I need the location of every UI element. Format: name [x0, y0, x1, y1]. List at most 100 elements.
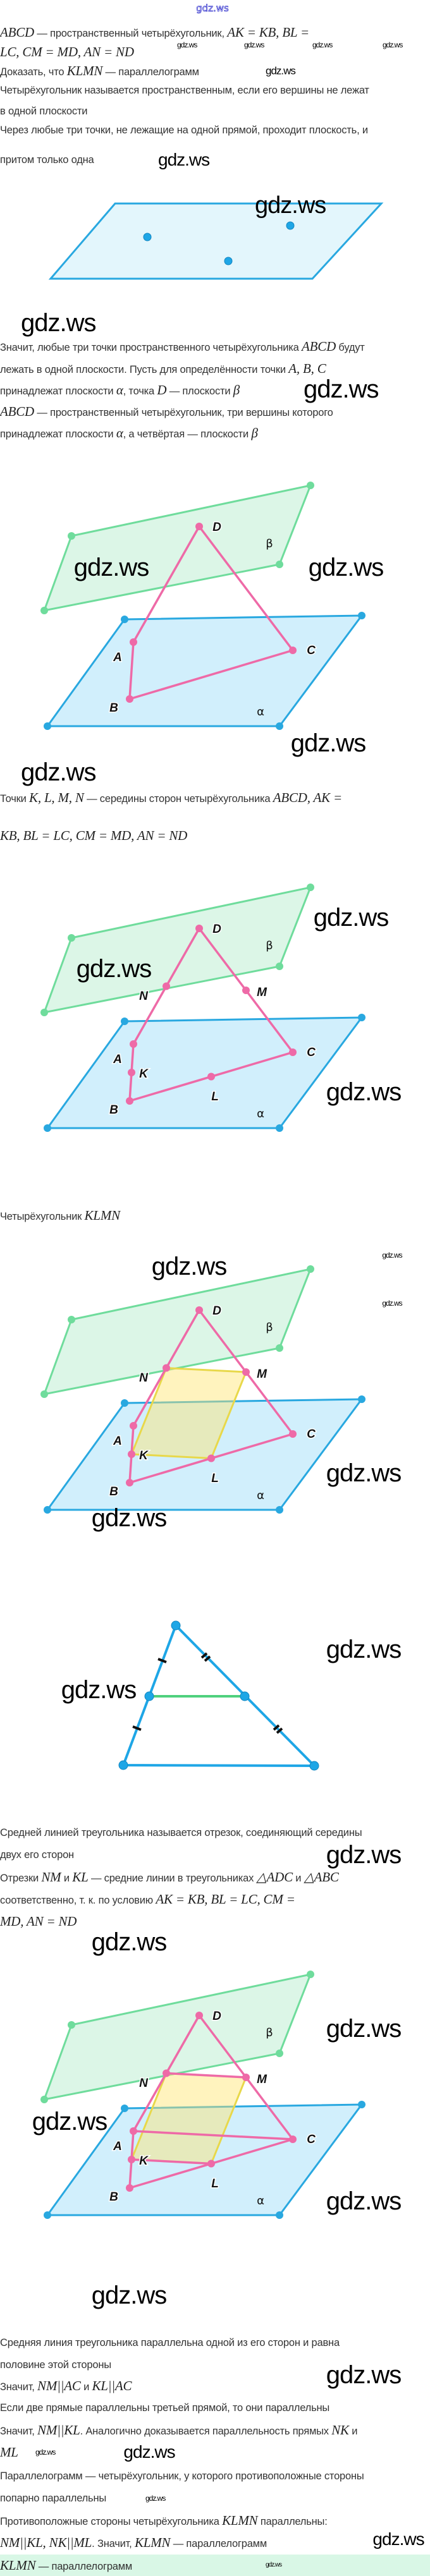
plane-corner — [68, 532, 75, 540]
text-fragment: и — [80, 2381, 92, 2393]
label-c: C — [307, 1046, 316, 1059]
plane-three-points-diagram — [48, 202, 384, 280]
point-a — [130, 2127, 137, 2135]
text-fragment: — параллелограмм — [35, 2561, 133, 2572]
plane-corner — [276, 1124, 283, 1132]
text-line: MD, AN = ND — [0, 1913, 77, 1929]
label-d: D — [212, 2010, 221, 2023]
answer-box: KLMN — параллелограмм — [0, 2555, 430, 2576]
label-a: A — [113, 1053, 122, 1066]
label-c: C — [307, 644, 316, 657]
label-alpha: α — [257, 1107, 264, 1121]
math-expression: NM — [41, 1869, 61, 1885]
text-fragment: Точки — [0, 793, 30, 805]
watermark: gdz.ws — [244, 40, 264, 49]
watermark: gdz.ws — [145, 2494, 166, 2503]
watermark: gdz.ws — [177, 40, 197, 49]
point-a — [130, 1422, 137, 1430]
label-alpha: α — [257, 2194, 264, 2208]
text-fragment: лежать в одной плоскости. Пусть для опре… — [0, 364, 289, 375]
text-fragment: и — [348, 2426, 358, 2437]
text-line: ABCD — пространственный четырёхугольник,… — [0, 403, 333, 420]
plane-corner — [121, 1018, 128, 1025]
text-fragment: и — [61, 1873, 73, 1884]
watermark: gdz.ws — [382, 1299, 402, 1308]
math-expression: ABCD — [0, 25, 35, 40]
math-expression: KLMN — [84, 1208, 121, 1223]
text-fragment: . Аналогично доказывается параллельность… — [80, 2426, 332, 2437]
math-expression: β — [233, 382, 240, 398]
text-line: ML — [0, 2444, 18, 2460]
math-expression: α — [116, 425, 123, 440]
text-line: Если две прямые параллельны третьей прям… — [0, 2400, 329, 2416]
text-line: Параллелограмм — четырёхугольник, у кото… — [0, 2468, 364, 2484]
watermark: gdz.ws — [266, 64, 296, 77]
text-line: Значит, любые три точки пространственног… — [0, 338, 365, 355]
text-fragment: в одной плоскости — [0, 106, 88, 117]
math-expression: NM||AC — [37, 2378, 81, 2393]
text-fragment: — параллелограмм — [102, 66, 199, 78]
text-fragment: Отрезки — [0, 1873, 42, 1884]
point-a — [130, 638, 137, 646]
point-l — [207, 1072, 215, 1081]
math-expression: ABCD, AK = — [273, 790, 342, 805]
text-fragment: Противоположные стороны четырёхугольника — [0, 2516, 223, 2527]
watermark: gdz.ws — [123, 2442, 175, 2462]
point-c — [289, 647, 297, 654]
text-fragment: — плоскости — [166, 386, 233, 397]
point-d — [195, 1306, 203, 1314]
text-fragment: Значит, любые три точки пространственног… — [0, 342, 302, 353]
math-expression: KL — [72, 1869, 89, 1885]
watermark: gdz.ws — [91, 2281, 167, 2309]
label-a: A — [113, 2140, 122, 2153]
label-n: N — [139, 2077, 149, 2090]
watermark: gdz.ws — [32, 2108, 108, 2136]
text-fragment: половине этой стороны — [0, 2359, 111, 2371]
plane-corner — [276, 1344, 283, 1352]
text-fragment: Если две прямые параллельны третьей прям… — [0, 2402, 330, 2414]
text-line: Четырёхугольник KLMN — [0, 1207, 120, 1224]
text-line: принадлежат плоскости α, точка D — плоск… — [0, 382, 240, 398]
text-line: соответственно, т. к. по условию AK = KB… — [0, 1891, 295, 1907]
text-line: притом только одна — [0, 152, 94, 168]
text-fragment: притом только одна — [0, 154, 94, 166]
math-expression: MD, AN = ND — [0, 1914, 77, 1929]
answer-text: KLMN — параллелограмм — [0, 2557, 132, 2573]
label-a: A — [113, 651, 122, 664]
text-line: половине этой стороны — [0, 2357, 111, 2373]
watermark: gdz.ws — [326, 1841, 402, 1869]
math-expression: KL||AC — [92, 2378, 132, 2393]
point-k — [128, 1450, 135, 1458]
label-alpha: α — [257, 1489, 264, 1502]
plane-corner — [307, 1971, 314, 1978]
text-fragment: Значит, — [0, 2381, 38, 2393]
text-line: Доказать, что KLMN — параллелограмм — [0, 63, 199, 79]
watermark: gdz.ws — [326, 1078, 402, 1106]
point-b — [126, 1479, 133, 1486]
label-l: L — [211, 2177, 219, 2190]
text-line: Значит, NM||KL. Аналогично доказывается … — [0, 2422, 357, 2438]
plane-alpha — [46, 614, 364, 727]
text-fragment: — пространственный четырёхугольник, — [34, 28, 228, 39]
watermark: gdz.ws — [91, 1504, 167, 1532]
midline-triangle-diagram — [118, 1620, 319, 1771]
point-m — [242, 2074, 250, 2081]
watermark: gdz.ws — [304, 375, 379, 403]
text-fragment: соответственно, т. к. по условию — [0, 1895, 156, 1906]
point-a — [130, 1040, 137, 1048]
label-k: K — [139, 2154, 149, 2168]
point-n — [163, 982, 170, 990]
label-d: D — [212, 1304, 221, 1318]
plane-corner — [44, 722, 51, 730]
label-l: L — [211, 1472, 219, 1485]
text-line: Отрезки NM и KL — средние линии в треуго… — [0, 1869, 339, 1885]
plane-corner — [276, 2050, 283, 2057]
text-fragment: будут — [336, 342, 365, 353]
text-fragment: — пространственный четырёхугольник, три … — [34, 407, 333, 418]
text-fragment: , а четвёртая — плоскости — [123, 428, 252, 440]
math-expression: AK = KB, BL = LC, CM = — [156, 1892, 295, 1907]
math-expression: KLMN — [134, 2535, 171, 2550]
diagonal-ac — [133, 2130, 293, 2141]
